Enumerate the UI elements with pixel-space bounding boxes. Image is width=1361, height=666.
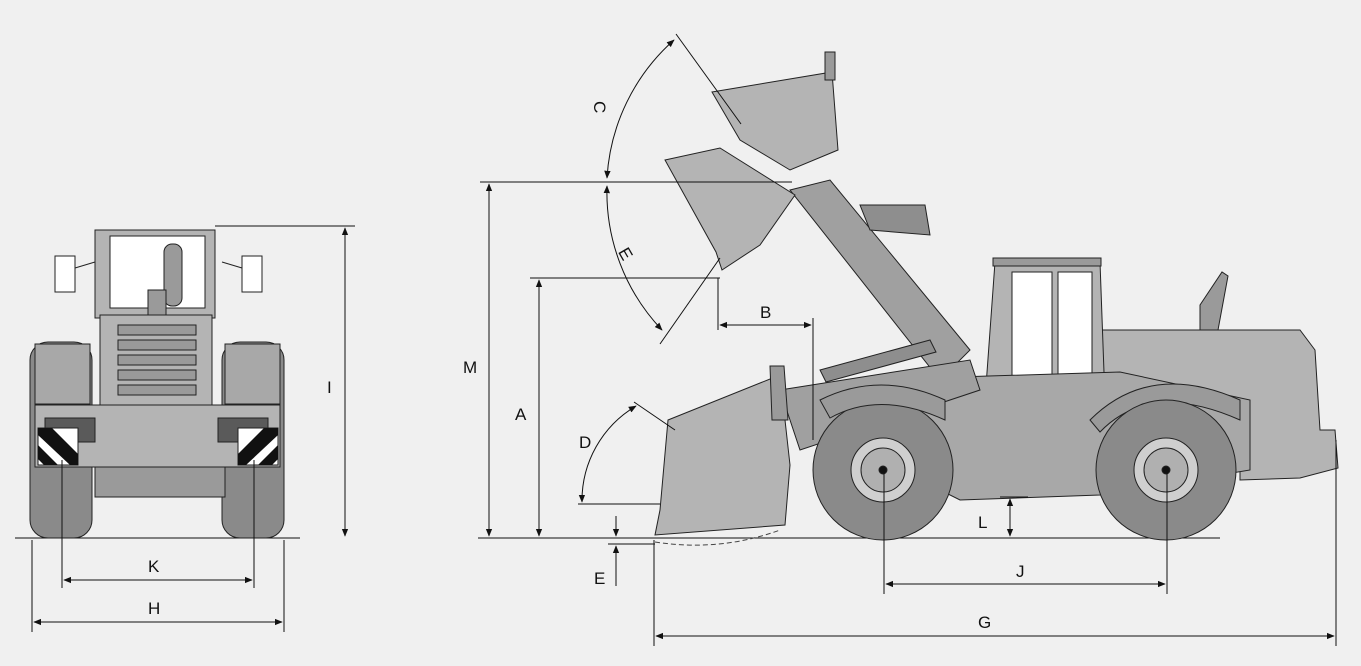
label-e-bottom: E [594,569,605,588]
front-view-loader [15,229,300,539]
label-l: L [978,513,987,532]
side-view-dimensions [480,33,1337,646]
label-k: K [148,557,160,576]
front-wheel [812,399,954,541]
label-c: C [590,101,609,113]
label-h: H [148,599,160,618]
label-j: J [1016,562,1025,581]
side-view-loader [478,51,1339,546]
rear-wheel [1095,399,1237,541]
label-i: I [327,378,332,397]
label-d: D [579,433,591,452]
front-hazard-stripes [37,427,279,466]
front-view-dimensions [31,225,355,632]
label-m: M [463,358,477,377]
label-a: A [515,405,527,424]
label-b: B [760,303,771,322]
label-g: G [978,613,991,632]
label-e-top: E [614,244,636,263]
